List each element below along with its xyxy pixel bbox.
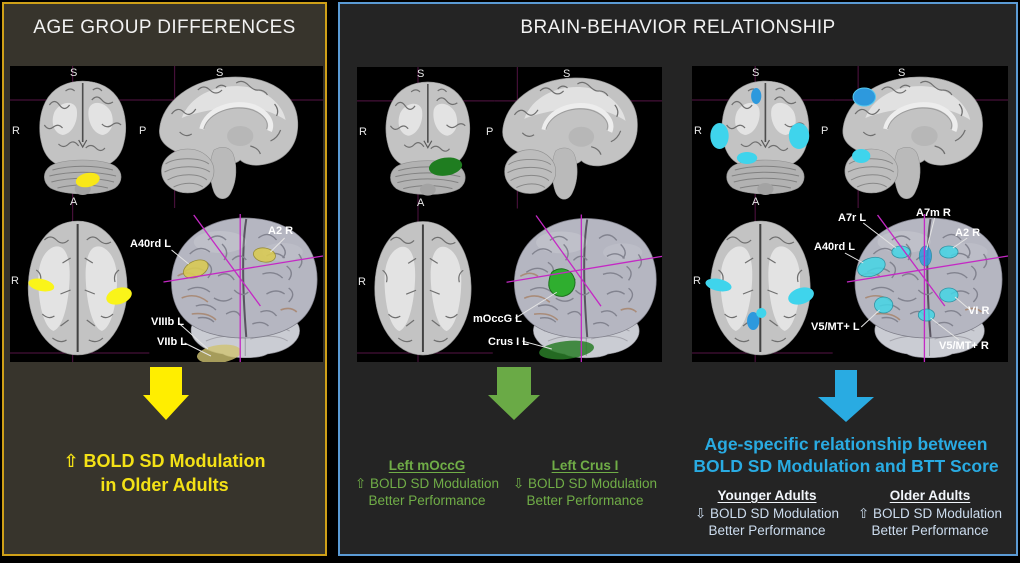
green-3d-highlights xyxy=(539,268,594,360)
age-differences-brain-montage: S R A S P R A40rd L A2 R VIIIb L VIIb L xyxy=(10,66,323,362)
orientation-superior-label: S xyxy=(70,67,78,79)
sagittal-slice xyxy=(159,77,297,199)
blue-col2-line1: ⇧ BOLD SD Modulation xyxy=(857,505,1003,521)
green-col1-line2: Better Performance xyxy=(368,493,486,508)
green-findings-col2: Left Crus I ⇩ BOLD SD Modulation Better … xyxy=(506,457,664,510)
blue-findings-col1: Younger Adults ⇩ BOLD SD Modulation Bett… xyxy=(688,487,846,540)
yellow-3d-highlights xyxy=(183,247,276,362)
cyan-cluster-highlights xyxy=(705,87,876,330)
orientation-superior-label: S xyxy=(417,68,425,80)
green-col1-line1: ⇧ BOLD SD Modulation xyxy=(354,475,500,491)
blue-down-arrow xyxy=(818,370,874,422)
region-label-viib-l: VIIb L xyxy=(157,336,187,348)
label-leader-lines xyxy=(171,237,285,357)
left-conclusion-line2: in Older Adults xyxy=(100,475,229,495)
blue-col1-line2: Better Performance xyxy=(708,523,826,538)
magenta-crosshair-3d xyxy=(846,214,1008,362)
orientation-right-label: R xyxy=(694,125,702,137)
region-label-a40rd-l: A40rd L xyxy=(814,241,855,253)
region-label-a40rd-l: A40rd L xyxy=(130,238,171,250)
orientation-right-label: R xyxy=(11,275,19,287)
label-leader-lines xyxy=(844,217,972,341)
magenta-crosshair-3d xyxy=(506,214,662,362)
orientation-right-label: R xyxy=(358,276,366,288)
green-cluster-coronal xyxy=(428,157,463,176)
sagittal-slice xyxy=(503,78,638,199)
orientation-anterior-label: A xyxy=(752,196,760,208)
region-label-crus-i-l: Crus I L xyxy=(488,336,529,348)
region-label-a2-r: A2 R xyxy=(268,225,294,237)
yellow-cluster-highlights xyxy=(28,172,132,305)
green-col2-line1: ⇩ BOLD SD Modulation xyxy=(512,475,658,491)
blue-findings-title: Age-specific relationship between BOLD S… xyxy=(676,433,1016,477)
blue-brain-art xyxy=(692,66,1008,362)
blue-col1-header: Younger Adults xyxy=(717,488,817,503)
blue-col1-line1: ⇩ BOLD SD Modulation xyxy=(694,505,840,521)
region-label-a7m-r: A7m R xyxy=(916,207,951,219)
orientation-posterior-label: P xyxy=(139,125,147,137)
age-differences-brain-art xyxy=(10,66,323,362)
axial-slice xyxy=(373,220,473,357)
cyan-3d-highlights xyxy=(857,245,959,322)
blue-findings: Younger Adults ⇩ BOLD SD Modulation Bett… xyxy=(688,487,1014,540)
orientation-superior-label: S xyxy=(216,67,224,79)
blue-title-line1: Age-specific relationship between xyxy=(704,434,988,454)
region-label-v5mt-l: V5/MT+ L xyxy=(811,321,860,333)
orientation-superior-label: S xyxy=(563,68,571,80)
green-findings: Left mOccG ⇧ BOLD SD Modulation Better P… xyxy=(348,457,664,510)
blue-brain-montage: S R A S P R A7r L A7m R A2 R A40rd L VI … xyxy=(692,66,1008,362)
right-panel-title: BRAIN-BEHAVIOR RELATIONSHIP xyxy=(520,17,836,38)
left-conclusion-line1: ⇧ BOLD SD Modulation xyxy=(63,451,266,471)
green-findings-col1: Left mOccG ⇧ BOLD SD Modulation Better P… xyxy=(348,457,506,510)
brain-3d-render xyxy=(170,216,319,359)
label-leader-lines xyxy=(515,291,557,350)
blue-findings-col2: Older Adults ⇧ BOLD SD Modulation Better… xyxy=(846,487,1014,540)
coronal-slice xyxy=(385,81,471,197)
green-brain-art xyxy=(357,67,662,362)
region-label-viiib-l: VIIIb L xyxy=(151,316,184,328)
region-label-moccg-l: mOccG L xyxy=(473,313,522,325)
orientation-right-label: R xyxy=(12,125,20,137)
left-conclusion-text: ⇧ BOLD SD Modulation in Older Adults xyxy=(2,449,327,497)
region-label-a7r-l: A7r L xyxy=(838,212,867,224)
orientation-posterior-label: P xyxy=(486,126,494,138)
region-label-vi-r: VI R xyxy=(968,305,990,317)
magenta-crosshair-3d xyxy=(163,214,323,362)
brain-3d-render xyxy=(513,217,658,359)
green-col2-header: Left Crus I xyxy=(551,458,619,473)
left-panel-title: AGE GROUP DIFFERENCES xyxy=(33,17,296,38)
orientation-right-label: R xyxy=(359,126,367,138)
orientation-anterior-label: A xyxy=(417,197,425,209)
green-col2-line2: Better Performance xyxy=(526,493,644,508)
yellow-down-arrow xyxy=(143,367,189,420)
region-label-v5mt-r: V5/MT+ R xyxy=(939,340,989,352)
region-label-a2-r: A2 R xyxy=(955,227,981,239)
green-col1-header: Left mOccG xyxy=(388,458,466,473)
orientation-right-label: R xyxy=(693,275,701,287)
blue-title-line2: BOLD SD Modulation and BTT Score xyxy=(693,456,999,476)
green-down-arrow xyxy=(488,367,540,420)
blue-col2-header: Older Adults xyxy=(889,488,971,503)
orientation-superior-label: S xyxy=(752,67,760,79)
orientation-anterior-label: A xyxy=(70,196,78,208)
orientation-posterior-label: P xyxy=(821,125,829,137)
green-brain-montage: S R A S P R mOccG L Crus I L xyxy=(357,67,662,362)
orientation-superior-label: S xyxy=(898,67,906,79)
blue-col2-line2: Better Performance xyxy=(871,523,989,538)
